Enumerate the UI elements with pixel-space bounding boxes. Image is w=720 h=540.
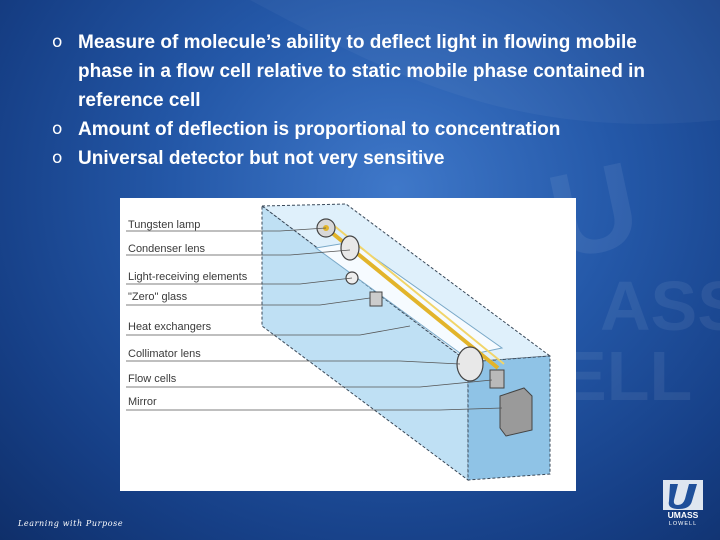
bullet-marker: o (52, 119, 63, 139)
label-tungsten-lamp: Tungsten lamp (128, 219, 201, 231)
bullet-text: Amount of deflection is proportional to … (78, 119, 561, 140)
leader-line (126, 277, 353, 285)
footer-tagline: Learning with Purpose (18, 519, 124, 528)
label-flow-cells: Flow cells (128, 373, 177, 385)
label-condenser-lens: Condenser lens (128, 243, 206, 255)
leader-line (126, 249, 351, 256)
collimator-lens (456, 346, 484, 382)
bullet-marker: o (52, 148, 63, 168)
flow-cell-channel (314, 241, 504, 357)
bullet-list: o Measure of molecule’s ability to defle… (52, 28, 692, 173)
label-zero-glass: "Zero" glass (128, 291, 188, 303)
flow-cell-box (489, 369, 505, 389)
umass-lowell-logo: UMASS LOWELL (663, 480, 703, 530)
bullet-item: o Universal detector but not very sensit… (52, 144, 692, 173)
detector-illustration (126, 203, 552, 481)
leader-line (126, 407, 503, 411)
bullet-item: o Amount of deflection is proportional t… (52, 115, 692, 144)
leader-line (126, 297, 371, 306)
leader-line (126, 379, 493, 388)
label-mirror: Mirror (128, 396, 157, 408)
bullet-text: Measure of molecule’s ability to deflect… (78, 32, 645, 111)
light-beam-return (331, 223, 505, 365)
bullet-marker: o (52, 32, 63, 52)
label-collimator-lens: Collimator lens (128, 348, 201, 360)
condenser-lens (340, 235, 360, 261)
zero-glass (369, 291, 383, 307)
label-heat-exchangers: Heat exchangers (128, 321, 212, 333)
label-light-receiving-elements: Light-receiving elements (128, 271, 248, 283)
refractive-index-detector-diagram: Tungsten lamp Condenser lens Light-recei… (120, 198, 576, 491)
mirror-block (499, 387, 533, 437)
leader-line (126, 227, 327, 232)
logo-mark-icon (663, 480, 703, 510)
logo-subtitle: LOWELL (668, 521, 698, 527)
svg-text:ELL: ELL (560, 337, 692, 415)
leader-line (126, 325, 411, 336)
leader-line (126, 360, 461, 365)
bullet-item: o Measure of molecule’s ability to defle… (52, 28, 692, 115)
svg-text:ASS: ASS (600, 267, 720, 345)
logo-name: UMASS (667, 510, 699, 520)
bullet-text: Universal detector but not very sensitiv… (78, 148, 445, 169)
